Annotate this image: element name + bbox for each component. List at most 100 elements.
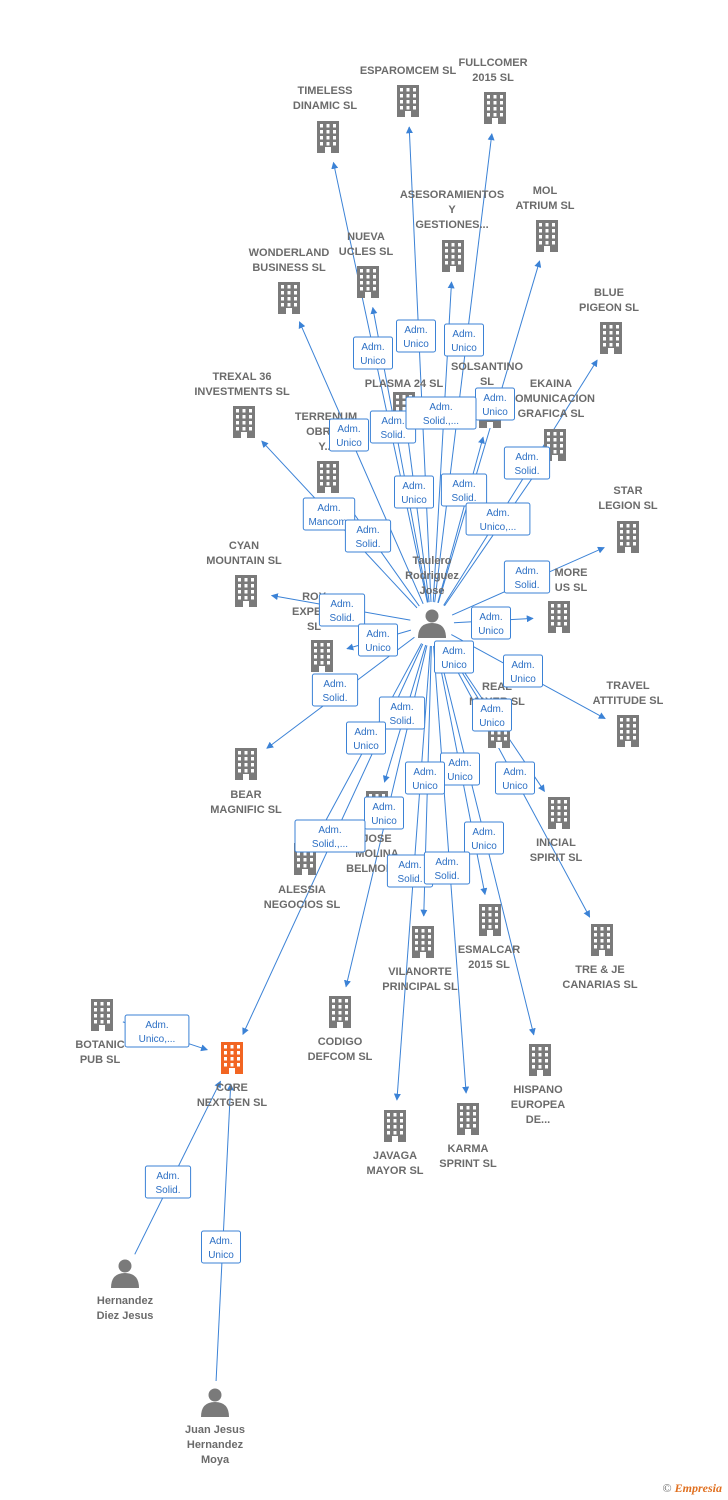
svg-text:Adm.: Adm. — [318, 825, 341, 836]
copyright-symbol: © — [662, 1481, 672, 1495]
building-icon — [479, 904, 501, 936]
svg-text:Adm.: Adm. — [515, 452, 538, 463]
svg-text:Unico,...: Unico,... — [139, 1034, 176, 1045]
edge-label: Adm.Unico — [434, 640, 474, 674]
building-icon — [529, 1044, 551, 1076]
svg-text:Adm.: Adm. — [511, 660, 534, 671]
edge-label: Adm.Unico — [394, 475, 434, 509]
building-icon — [317, 121, 339, 153]
brand-watermark: © Empresia — [663, 1481, 722, 1496]
edge-label: Adm.Solid. — [423, 851, 471, 885]
building-icon — [317, 461, 339, 493]
edge-label: Adm.Solid. — [386, 854, 434, 888]
svg-text:Adm.: Adm. — [402, 481, 425, 492]
svg-text:Unico: Unico — [360, 356, 386, 367]
building-icon — [484, 92, 506, 124]
edge-label: Adm.Unico — [346, 721, 386, 755]
edge-label: Adm.Unico — [471, 606, 511, 640]
svg-text:Adm.: Adm. — [361, 342, 384, 353]
svg-text:Unico: Unico — [482, 407, 508, 418]
svg-text:Unico: Unico — [336, 438, 362, 449]
edge-label: Adm.Unico — [201, 1230, 241, 1264]
building-icon — [235, 575, 257, 607]
svg-text:Adm.: Adm. — [156, 1171, 179, 1182]
edge-label: Adm.Solid. — [503, 446, 551, 480]
building-icon — [233, 406, 255, 438]
svg-text:Unico: Unico — [479, 718, 505, 729]
svg-text:Adm.: Adm. — [479, 612, 502, 623]
edge-label: Adm.Unico — [405, 761, 445, 795]
edge-label: Adm. Solid. — [369, 410, 417, 444]
svg-text:Adm.: Adm. — [486, 508, 509, 519]
svg-text:Adm.: Adm. — [330, 599, 353, 610]
svg-text:Adm.: Adm. — [404, 325, 427, 336]
svg-text:Adm.: Adm. — [145, 1020, 168, 1031]
svg-text:Unico: Unico — [403, 339, 429, 350]
building-icon — [617, 521, 639, 553]
edge-label: Adm.Unico — [495, 761, 535, 795]
svg-text:Adm.: Adm. — [381, 416, 404, 427]
edge-label: Adm.Solid. — [440, 473, 488, 507]
edge-label: Adm.Unico — [464, 821, 504, 855]
svg-text:Solid.: Solid. — [451, 493, 476, 504]
svg-text:Mancom.: Mancom. — [308, 517, 349, 528]
edge-label: Adm.Solid. — [344, 519, 392, 553]
svg-text:Adm.: Adm. — [480, 704, 503, 715]
edge-label: Adm. Unico — [396, 319, 436, 353]
building-icon — [548, 797, 570, 829]
edge-label: Adm.Solid. — [311, 673, 359, 707]
svg-text:Solid.: Solid. — [322, 693, 347, 704]
node-esparomcem[interactable]: ESPAROMCEM SL — [360, 65, 457, 117]
building-icon — [221, 1042, 243, 1074]
building-icon — [457, 1103, 479, 1135]
svg-text:Solid.: Solid. — [380, 430, 405, 441]
svg-text:Adm.: Adm. — [413, 767, 436, 778]
svg-text:Solid.: Solid. — [514, 580, 539, 591]
edge-label: Adm.Unico — [440, 752, 480, 786]
edge-label: Adm. Unico,... — [124, 1014, 190, 1048]
svg-text:Adm.: Adm. — [354, 727, 377, 738]
svg-text:Adm.: Adm. — [390, 702, 413, 713]
building-icon — [311, 640, 333, 672]
